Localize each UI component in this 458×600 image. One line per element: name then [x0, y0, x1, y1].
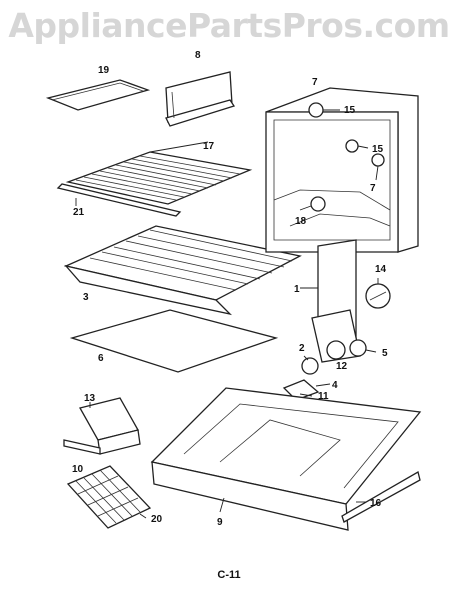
- part-19-tray: [45, 79, 151, 111]
- page-code: C-11: [217, 569, 240, 581]
- callout-12: 12: [336, 361, 348, 372]
- part-16-pan-strip: [341, 471, 421, 523]
- part-20-ice-tray: [66, 465, 152, 529]
- part-10-handle: [63, 439, 101, 455]
- callout-17: 17: [203, 141, 215, 152]
- callout-16: 16: [370, 498, 382, 509]
- callout-5: 5: [382, 348, 388, 359]
- cabinet-liner: [265, 87, 419, 253]
- part-8-panel: [165, 71, 236, 127]
- callout-3: 3: [83, 292, 89, 303]
- callout-2: 2: [299, 343, 305, 354]
- callout-14: 14: [375, 264, 387, 275]
- callout-1: 1: [294, 284, 300, 295]
- callout-7-mid: 7: [370, 183, 376, 194]
- part-14-thermostat: [365, 278, 391, 309]
- callout-18: 18: [295, 216, 307, 227]
- callout-6: 6: [98, 353, 104, 364]
- callout-19: 19: [98, 65, 110, 76]
- callout-10: 10: [72, 464, 84, 475]
- watermark-text: AppliancePartsPros.com: [8, 6, 450, 45]
- part-6-glass-cover: [69, 309, 279, 373]
- callout-11: 11: [318, 391, 329, 402]
- part-9-freezer-pan: [150, 387, 422, 531]
- part-1-evaporator-cover: [300, 239, 361, 363]
- callout-15-top: 15: [344, 105, 356, 116]
- part-17-wire-shelf: [65, 141, 253, 205]
- part-13-drawer: [79, 397, 141, 455]
- callout-13: 13: [84, 393, 96, 404]
- callout-7-top: 7: [312, 77, 318, 88]
- part-21-trim-strip: [56, 183, 182, 217]
- callout-9: 9: [217, 517, 223, 528]
- callout-15-mid: 15: [372, 144, 384, 155]
- callout-8: 8: [195, 50, 201, 61]
- callout-4: 4: [332, 380, 338, 391]
- callout-20: 20: [151, 514, 163, 525]
- fan-assembly: [282, 339, 377, 401]
- callout-21: 21: [73, 207, 85, 218]
- part-3-shelf: [63, 225, 302, 316]
